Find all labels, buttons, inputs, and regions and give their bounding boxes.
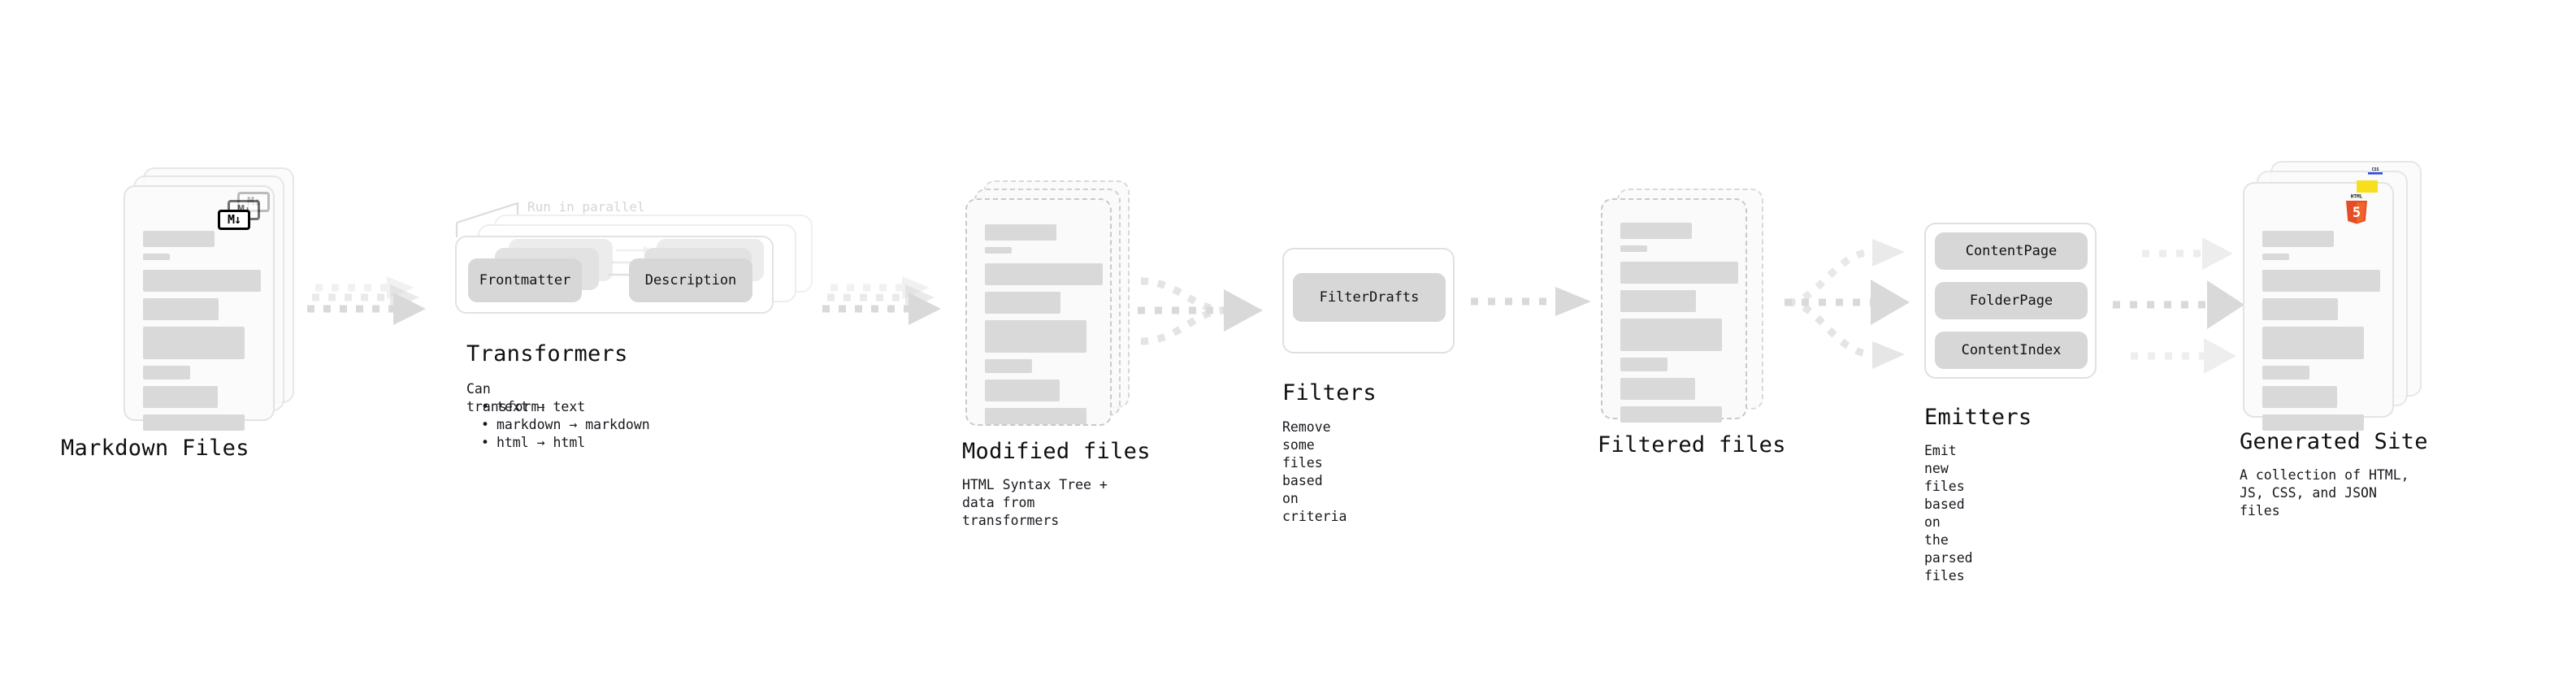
arrow-transformers-to-modified [822,276,944,333]
emitters-chip-folderpage[interactable]: FolderPage [1935,282,2088,319]
stage-title-generated-site: Generated Site [2240,429,2428,454]
generated-site-subtitle: A collection of HTML, JS, CSS, and JSON … [2240,467,2409,518]
arrow-modified-to-filters [1136,268,1290,358]
emitters-chip-contentpage[interactable]: ContentPage [1935,232,2088,270]
markdown-card-placeholder-lines [143,231,261,437]
transformers-bullet-item: markdown → markdown [481,416,650,434]
generated-site-stack: CSS HTML 5 [2243,161,2422,431]
stage-title-filters: Filters [1282,380,1377,406]
stage-generated-site: CSS HTML 5 Generated Site A collection o… [2240,161,2427,518]
transformers-bullet-item: html → html [481,434,650,452]
stage-title-modified-files: Modified files [962,439,1151,464]
emitters-chip-contentpage-label: ContentPage [1965,243,2058,259]
transformer-chip-description-label: Description [644,272,737,288]
transformer-chip-frontmatter-label: Frontmatter [479,272,571,288]
filtered-card-front [1601,198,1747,423]
transformer-chip-description[interactable]: Description [629,258,752,302]
filtered-card-placeholder-lines [1620,223,1738,429]
arrow-filters-to-filtered [1471,287,1593,316]
run-in-parallel-leader [455,202,519,237]
emitters-subtitle: Emit new files based on the parsed files [1924,443,1973,583]
modified-files-subtitle: HTML Syntax Tree + data from transformer… [962,477,1108,528]
stage-title-transformers: Transformers [466,341,628,367]
markdown-logo: M↓ [218,210,250,230]
stage-modified-files: Modified files HTML Syntax Tree + data f… [962,180,1150,528]
stage-markdown-files: M↓ M↓ M↓ Markdown Files [61,167,294,461]
arrow-filtered-to-emitters [1785,236,1931,370]
stage-filtered-files: Filtered files [1598,189,1785,458]
run-in-parallel-label: Run in parallel [527,199,645,215]
modified-file-stack [965,180,1136,426]
svg-text:5: 5 [2353,205,2361,221]
arrow-emitters-to-site [2113,236,2259,374]
markdown-card-front [124,185,275,431]
arrow-markdown-to-transformers [307,276,429,333]
modified-card-front [965,198,1112,426]
html5-logo-icon: HTML 5 [2343,192,2370,224]
transformer-chip-frontmatter[interactable]: Frontmatter [468,258,582,302]
modified-card-placeholder-lines [985,224,1103,431]
stage-title-markdown-files: Markdown Files [61,436,249,461]
javascript-logo-icon [2357,180,2378,193]
svg-text:CSS: CSS [2371,167,2379,172]
generated-card-placeholder-lines [2262,231,2380,437]
svg-text:HTML: HTML [2351,194,2363,200]
filters-chip-filterdrafts-label: FilterDrafts [1319,289,1420,306]
generated-card-front-html [2243,182,2394,431]
emitters-chip-contentindex[interactable]: ContentIndex [1935,332,2088,369]
transformers-bullet-list: text → text markdown → markdown html → h… [470,398,650,452]
markdown-file-stack: M↓ M↓ M↓ [124,167,294,431]
filters-subtitle: Remove some files based on criteria [1282,419,1347,524]
css3-logo-icon: CSS [2367,166,2383,176]
emitters-chip-contentindex-label: ContentIndex [1961,342,2062,358]
emitters-chip-folderpage-label: FolderPage [1969,293,2053,309]
markdown-logo-text: M↓ [227,212,241,227]
filtered-file-stack [1601,189,1772,424]
transformers-bullet-item: text → text [481,398,650,416]
filters-chip-filterdrafts[interactable]: FilterDrafts [1293,273,1446,322]
stage-title-filtered-files: Filtered files [1598,432,1786,458]
stage-title-emitters: Emitters [1924,405,2032,430]
